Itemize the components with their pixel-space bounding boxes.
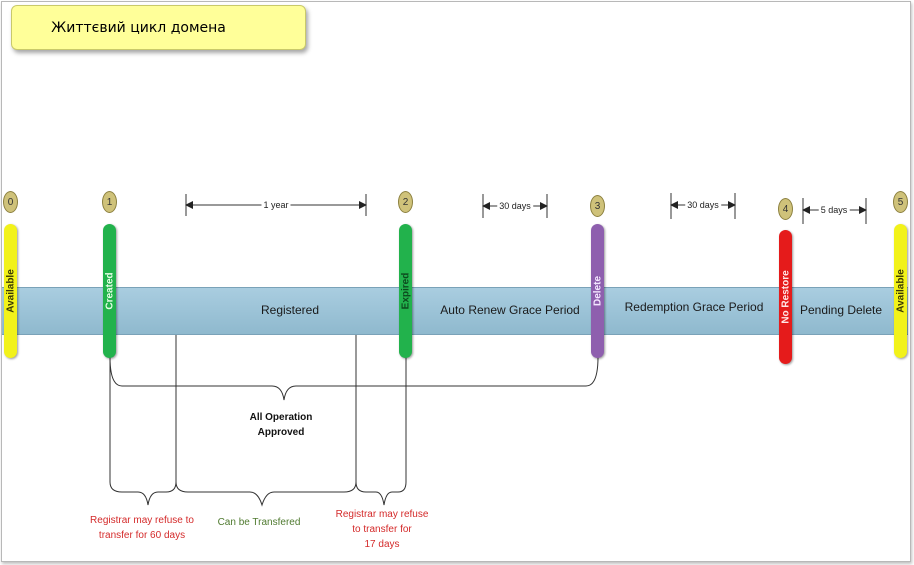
marker-5: 5: [893, 191, 908, 213]
note-refuse-17-line2: to transfer for: [352, 524, 412, 535]
span-label-30-days-a: 30 days: [497, 201, 533, 211]
brace-refuse-17: [355, 357, 407, 506]
span-label-5-days: 5 days: [818, 205, 850, 215]
note-all-operation-line1: All Operation: [249, 412, 313, 423]
pill-available-start: Available: [4, 224, 17, 358]
note-can-transfer: Can be Transfered: [218, 515, 301, 530]
note-all-operation-line2: Approved: [257, 427, 305, 438]
marker-3: 3: [590, 195, 605, 217]
pill-delete: Delete: [591, 224, 604, 358]
pill-available-start-label: Available: [5, 269, 16, 313]
pill-no-restore: No Restore: [779, 230, 792, 364]
note-refuse-60-line2: transfer for 60 days: [98, 530, 186, 541]
pill-expired: Expired: [399, 224, 412, 358]
pill-created: Created: [103, 224, 116, 358]
diagram-title: Життєвий цикл домена: [11, 5, 306, 50]
marker-0: 0: [3, 191, 18, 213]
marker-1: 1: [102, 191, 117, 213]
note-refuse-17: Registrar may refuse to transfer for 17 …: [336, 507, 429, 552]
span-label-1-year: 1 year: [261, 200, 291, 210]
marker-2: 2: [398, 191, 413, 213]
phase-registered: Registered: [260, 303, 320, 317]
pill-available-end: Available: [894, 224, 907, 358]
note-refuse-17-line1: Registrar may refuse: [335, 509, 429, 520]
pill-created-label: Created: [104, 272, 115, 310]
brace-refuse-60: [109, 357, 177, 506]
brace-all-operation: [109, 356, 599, 401]
note-refuse-60: Registrar may refuse to transfer for 60 …: [90, 513, 194, 543]
note-all-operation: All Operation Approved: [250, 410, 313, 440]
span-label-30-days-b: 30 days: [685, 200, 721, 210]
brace-can-transfer: [175, 481, 357, 507]
marker-4: 4: [778, 198, 793, 220]
phase-redemption: Redemption Grace Period: [624, 300, 764, 314]
lifecycle-band: [2, 287, 908, 335]
phase-pending-delete: Pending Delete: [799, 303, 883, 317]
pill-available-end-label: Available: [895, 269, 906, 313]
phase-auto-renew: Auto Renew Grace Period: [440, 303, 580, 317]
pill-delete-label: Delete: [592, 275, 603, 307]
pill-no-restore-label: No Restore: [780, 270, 791, 324]
note-refuse-17-line3: 17 days: [364, 539, 400, 550]
diagram-title-text: Життєвий цикл домена: [51, 19, 226, 36]
note-can-transfer-text: Can be Transfered: [217, 517, 301, 528]
pill-expired-label: Expired: [400, 272, 411, 310]
note-refuse-60-line1: Registrar may refuse to: [90, 515, 194, 526]
